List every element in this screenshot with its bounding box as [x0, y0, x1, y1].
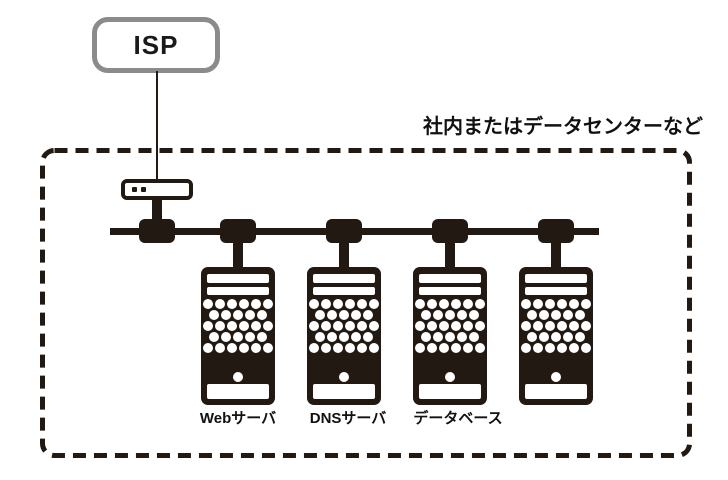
router-icon — [121, 179, 193, 200]
server-drive-slot — [525, 287, 587, 295]
server-bottom-slot — [207, 384, 269, 399]
server-drop-line — [551, 242, 561, 268]
isp-node: ISP — [92, 17, 220, 73]
server-power-button-icon — [445, 372, 455, 382]
server-label: データベース — [413, 410, 503, 427]
server-drop-line — [339, 242, 349, 268]
server-drive-slot — [207, 274, 269, 283]
server-tower-icon — [307, 267, 381, 405]
server-power-button-icon — [233, 372, 243, 382]
server-vent-grid — [203, 298, 273, 353]
bus-tap — [326, 219, 362, 243]
server-power-button-icon — [551, 372, 561, 382]
router-led-icon — [132, 187, 137, 192]
server-drive-slot — [313, 274, 375, 283]
server-label: Webサーバ — [199, 410, 277, 427]
server-drop-line — [233, 242, 243, 268]
server-label: DNSサーバ — [309, 410, 387, 427]
server-tower-icon — [413, 267, 487, 405]
server-vent-grid — [309, 298, 379, 353]
server-bottom-slot — [313, 384, 375, 399]
isp-to-router-line — [156, 71, 158, 181]
bus-tap — [538, 219, 574, 243]
server-drive-slot — [207, 287, 269, 295]
server-drive-slot — [313, 287, 375, 295]
server-bottom-slot — [419, 384, 481, 399]
server-drive-slot — [525, 274, 587, 283]
zone-label: 社内またはデータセンターなど — [423, 116, 703, 138]
server-power-button-icon — [339, 372, 349, 382]
server-vent-grid — [415, 298, 485, 353]
router-drop-line — [152, 199, 162, 225]
server-drive-slot — [419, 287, 481, 295]
isp-label: ISP — [133, 29, 179, 60]
bus-tap — [220, 219, 256, 243]
bus-tap — [432, 219, 468, 243]
server-bottom-slot — [525, 384, 587, 399]
server-drive-slot — [419, 274, 481, 283]
server-tower-icon — [201, 267, 275, 405]
server-tower-icon — [519, 267, 593, 405]
bus-tap — [139, 219, 175, 243]
server-drop-line — [445, 242, 455, 268]
router-led-icon — [141, 187, 146, 192]
server-vent-grid — [521, 298, 591, 353]
